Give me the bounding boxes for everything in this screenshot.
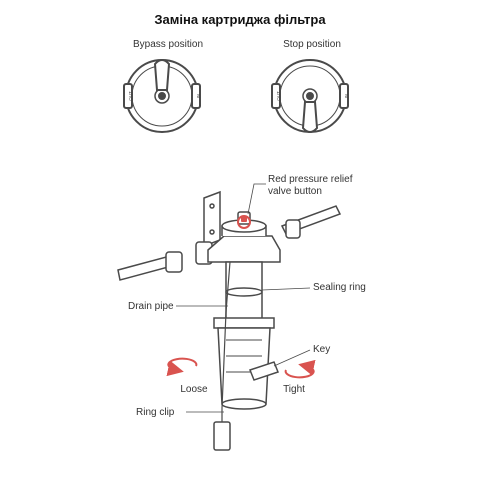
bypass-position-label: Bypass position xyxy=(133,39,203,50)
key-label: Key xyxy=(313,344,330,355)
ring-clip-label: Ring clip xyxy=(136,407,175,418)
red-relief-button-icon xyxy=(241,216,247,222)
filter-assembly-drawing xyxy=(117,190,342,451)
relief-valve-label-line2: valve button xyxy=(268,186,322,197)
tight-arrow-icon xyxy=(284,359,316,379)
tight-label: Tight xyxy=(283,384,305,395)
stop-out-mark: OUT xyxy=(276,91,281,101)
stop-valve-icon xyxy=(271,59,349,133)
relief-valve-label-line1: Red pressure relief xyxy=(268,174,353,185)
loose-label: Loose xyxy=(180,384,208,395)
page-title: Заміна картриджа фільтра xyxy=(154,12,326,27)
stop-in-mark: IN xyxy=(344,94,349,99)
sealing-ring-label: Sealing ring xyxy=(313,282,366,293)
drain-pipe-label: Drain pipe xyxy=(128,301,174,312)
stop-position-label: Stop position xyxy=(283,39,341,50)
loose-arrow-icon xyxy=(166,357,198,377)
callout-leaders xyxy=(176,183,311,413)
bypass-valve-icon xyxy=(123,59,201,133)
bypass-in-mark: IN xyxy=(196,94,201,99)
bypass-out-mark: OUT xyxy=(128,91,133,101)
